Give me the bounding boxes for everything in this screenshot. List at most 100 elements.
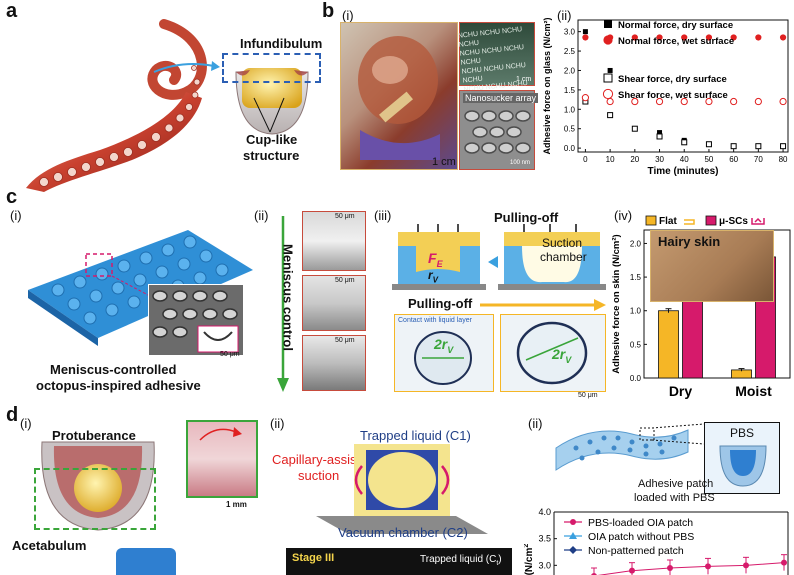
x-tick-label: 60 — [729, 155, 738, 164]
arrow-icon — [153, 61, 220, 73]
panel-d-ii-label: (ii) — [270, 416, 285, 431]
nanosucker-array — [464, 110, 531, 154]
legend-icon — [684, 219, 695, 225]
data-point — [681, 34, 688, 41]
pulling-off-mid: Pulling-off — [408, 296, 473, 311]
data-point — [656, 133, 663, 140]
y-tick-label: 3.0 — [564, 28, 576, 37]
legend-marker — [602, 88, 614, 100]
bar — [658, 310, 679, 379]
data-point — [629, 567, 635, 574]
data-point — [705, 563, 711, 570]
meniscus-control-label: Meniscus control — [280, 244, 296, 351]
octopus-tentacle-illustration — [26, 19, 207, 192]
scale-topright: 1 cm — [516, 76, 532, 83]
nanosucker-label: Nanosucker array — [463, 93, 539, 103]
x-tick-label: 20 — [630, 155, 639, 164]
pbs-cup — [719, 445, 767, 487]
stage-iii-panel — [286, 548, 512, 575]
panel-c-iii-label: (iii) — [374, 208, 392, 223]
rv-label: rV — [428, 268, 439, 285]
data-point — [631, 125, 638, 132]
meniscus-arrow — [277, 216, 289, 392]
nchu-photo — [459, 22, 535, 86]
data-point — [582, 34, 589, 41]
y-tick-label: 2.0 — [630, 239, 642, 248]
acetabulum-label: Acetabulum — [12, 538, 87, 553]
protuberance-arrow — [199, 427, 242, 441]
acetabulum-illustration — [41, 441, 155, 531]
panel-d-label: d — [6, 404, 19, 426]
legend-label: Shear force, dry surface — [618, 74, 727, 85]
data-point — [780, 143, 787, 150]
legend-swatch — [705, 215, 717, 226]
meniscus-image-1 — [302, 211, 366, 271]
legend-swatch — [645, 215, 657, 226]
meniscus-image-2 — [302, 275, 366, 331]
x-tick-label: 30 — [655, 155, 664, 164]
adhesive-patch-illustration — [28, 230, 253, 346]
x-tick-label: 70 — [754, 155, 763, 164]
acetabulum-dashed-box — [34, 468, 156, 530]
legend-label: Normal force, dry surface — [618, 20, 733, 31]
y-tick-label: 3.5 — [538, 534, 551, 544]
panel-c-label: c — [6, 186, 18, 208]
pbs-patch-chart: 3.03.54.0n (N/cm2PBS-loaded OIA patchOIA… — [524, 507, 789, 575]
y-tick-label: 2.0 — [564, 66, 576, 75]
panel-b-label: b — [322, 0, 335, 22]
data-point — [667, 565, 673, 571]
patch-label-1: Adhesive patch — [638, 478, 714, 490]
pulling-off-top: Pulling-off — [494, 210, 559, 225]
scale-left: 1 cm — [432, 156, 456, 168]
y-tick-label: 0.5 — [564, 125, 576, 134]
x-tick-label: 10 — [606, 155, 615, 164]
contact-ring-2 — [516, 321, 588, 385]
y-tick-label: 2.5 — [564, 47, 576, 56]
y-axis-label: Adhesive force on skin (N/cm²) — [611, 234, 622, 373]
scale-c-i: 50 μm — [220, 351, 240, 358]
trapped-ct-label: Trapped liquid (Ct) — [420, 554, 502, 567]
panel-b-i-label: (i) — [342, 8, 354, 23]
data-point — [657, 130, 663, 136]
legend-marker — [569, 546, 577, 554]
x-tick-label: 80 — [779, 155, 788, 164]
y-tick-label: 0.0 — [564, 144, 576, 153]
data-point — [582, 29, 588, 35]
data-point — [631, 97, 639, 106]
scale-c-ii-1: 50 μm — [335, 213, 355, 220]
legend-label: Flat — [659, 216, 677, 227]
series-line — [597, 562, 785, 575]
data-point — [705, 34, 713, 41]
caption-line-2: octopus-inspired adhesive — [36, 378, 201, 393]
category-label: Moist — [735, 383, 772, 399]
legend-marker — [604, 20, 612, 28]
y-tick-label: 1.0 — [630, 307, 642, 316]
legend-label: OIA patch without PBS — [588, 531, 694, 543]
data-point — [581, 94, 590, 102]
legend-label: μ-SCs — [719, 216, 748, 227]
contact-ring-1 — [414, 331, 472, 385]
data-point — [743, 562, 749, 569]
plot-frame — [577, 19, 789, 153]
data-point — [680, 97, 688, 106]
x-tick-label: 40 — [680, 155, 689, 164]
y-axis-label-sup: 2 — [524, 544, 530, 548]
meniscus-image-3 — [302, 335, 366, 391]
legend-marker — [570, 519, 576, 525]
pbs-patch-illustration — [555, 427, 689, 471]
suction-chamber-label-2: chamber — [540, 250, 587, 264]
y-axis-label: n (N/cm2 — [524, 544, 535, 575]
data-point — [755, 34, 762, 41]
capillary-schematic — [316, 444, 488, 534]
data-point — [730, 143, 737, 150]
legend-label: PBS-loaded OIA patch — [588, 517, 693, 529]
scale-c-ii-3: 50 μm — [335, 337, 355, 344]
infundibulum-label: Infundibulum — [240, 36, 323, 51]
capillary-label-1: Capillary-assisted — [272, 452, 375, 467]
legend-icon — [751, 217, 765, 225]
data-point — [755, 143, 762, 150]
data-point — [730, 34, 737, 41]
data-point — [656, 34, 663, 41]
y-tick-label: 1.0 — [564, 105, 576, 114]
suction-schematic — [392, 224, 606, 290]
